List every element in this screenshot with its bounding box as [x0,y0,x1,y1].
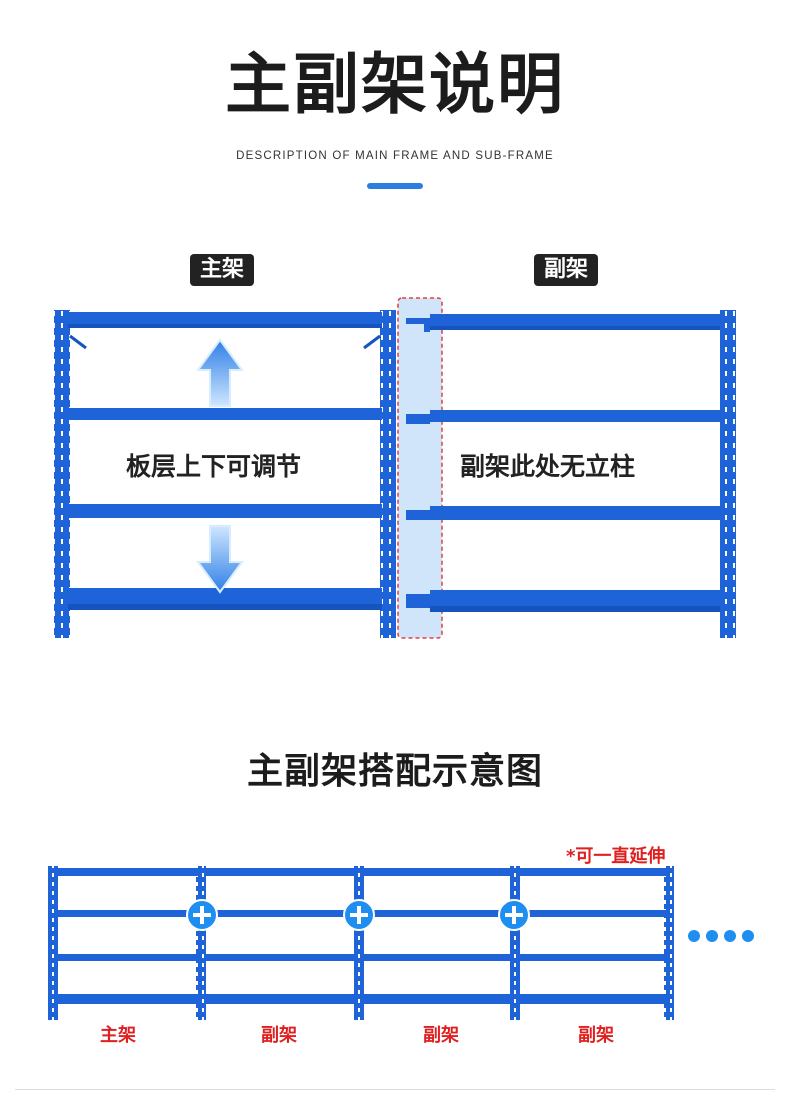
combination-diagram [48,866,754,1020]
post-3 [510,866,520,1020]
sub-right-post [720,310,736,638]
sub-shelves [430,314,722,612]
plus-icon-3 [498,899,530,931]
main-right-post [380,310,396,638]
page-subtitle: DESCRIPTION OF MAIN FRAME AND SUB-FRAME [236,150,554,162]
ellipsis-dots-icon [688,930,754,942]
extend-note: *可一直延伸 [566,846,666,867]
up-arrow-icon [196,338,244,407]
down-arrow-icon [196,525,244,594]
plus-icon-2 [343,899,375,931]
rack-label-sub-2: 副架 [423,1025,459,1046]
bottom-divider [15,1089,775,1090]
main-frame-tag: 主架 [190,254,255,286]
post-1 [196,866,206,1020]
rack-label-main: 主架 [100,1025,136,1046]
plus-icon-1 [186,899,218,931]
no-post-label: 副架此处无立柱 [460,452,636,481]
main-sub-frame-diagram [54,297,736,639]
adjustable-shelf-label: 板层上下可调节 [126,452,302,481]
rack-label-sub-1: 副架 [261,1025,297,1046]
accent-divider [367,183,423,189]
sub-frame-tag: 副架 [534,254,599,286]
post-0 [48,866,58,1020]
page-title: 主副架说明 [225,46,565,123]
main-left-post [54,310,70,638]
post-4 [664,866,674,1020]
no-post-highlight [397,297,443,639]
main-shelves [68,312,382,610]
post-2 [354,866,364,1020]
rack-label-sub-3: 副架 [578,1025,614,1046]
combination-title: 主副架搭配示意图 [246,751,543,792]
